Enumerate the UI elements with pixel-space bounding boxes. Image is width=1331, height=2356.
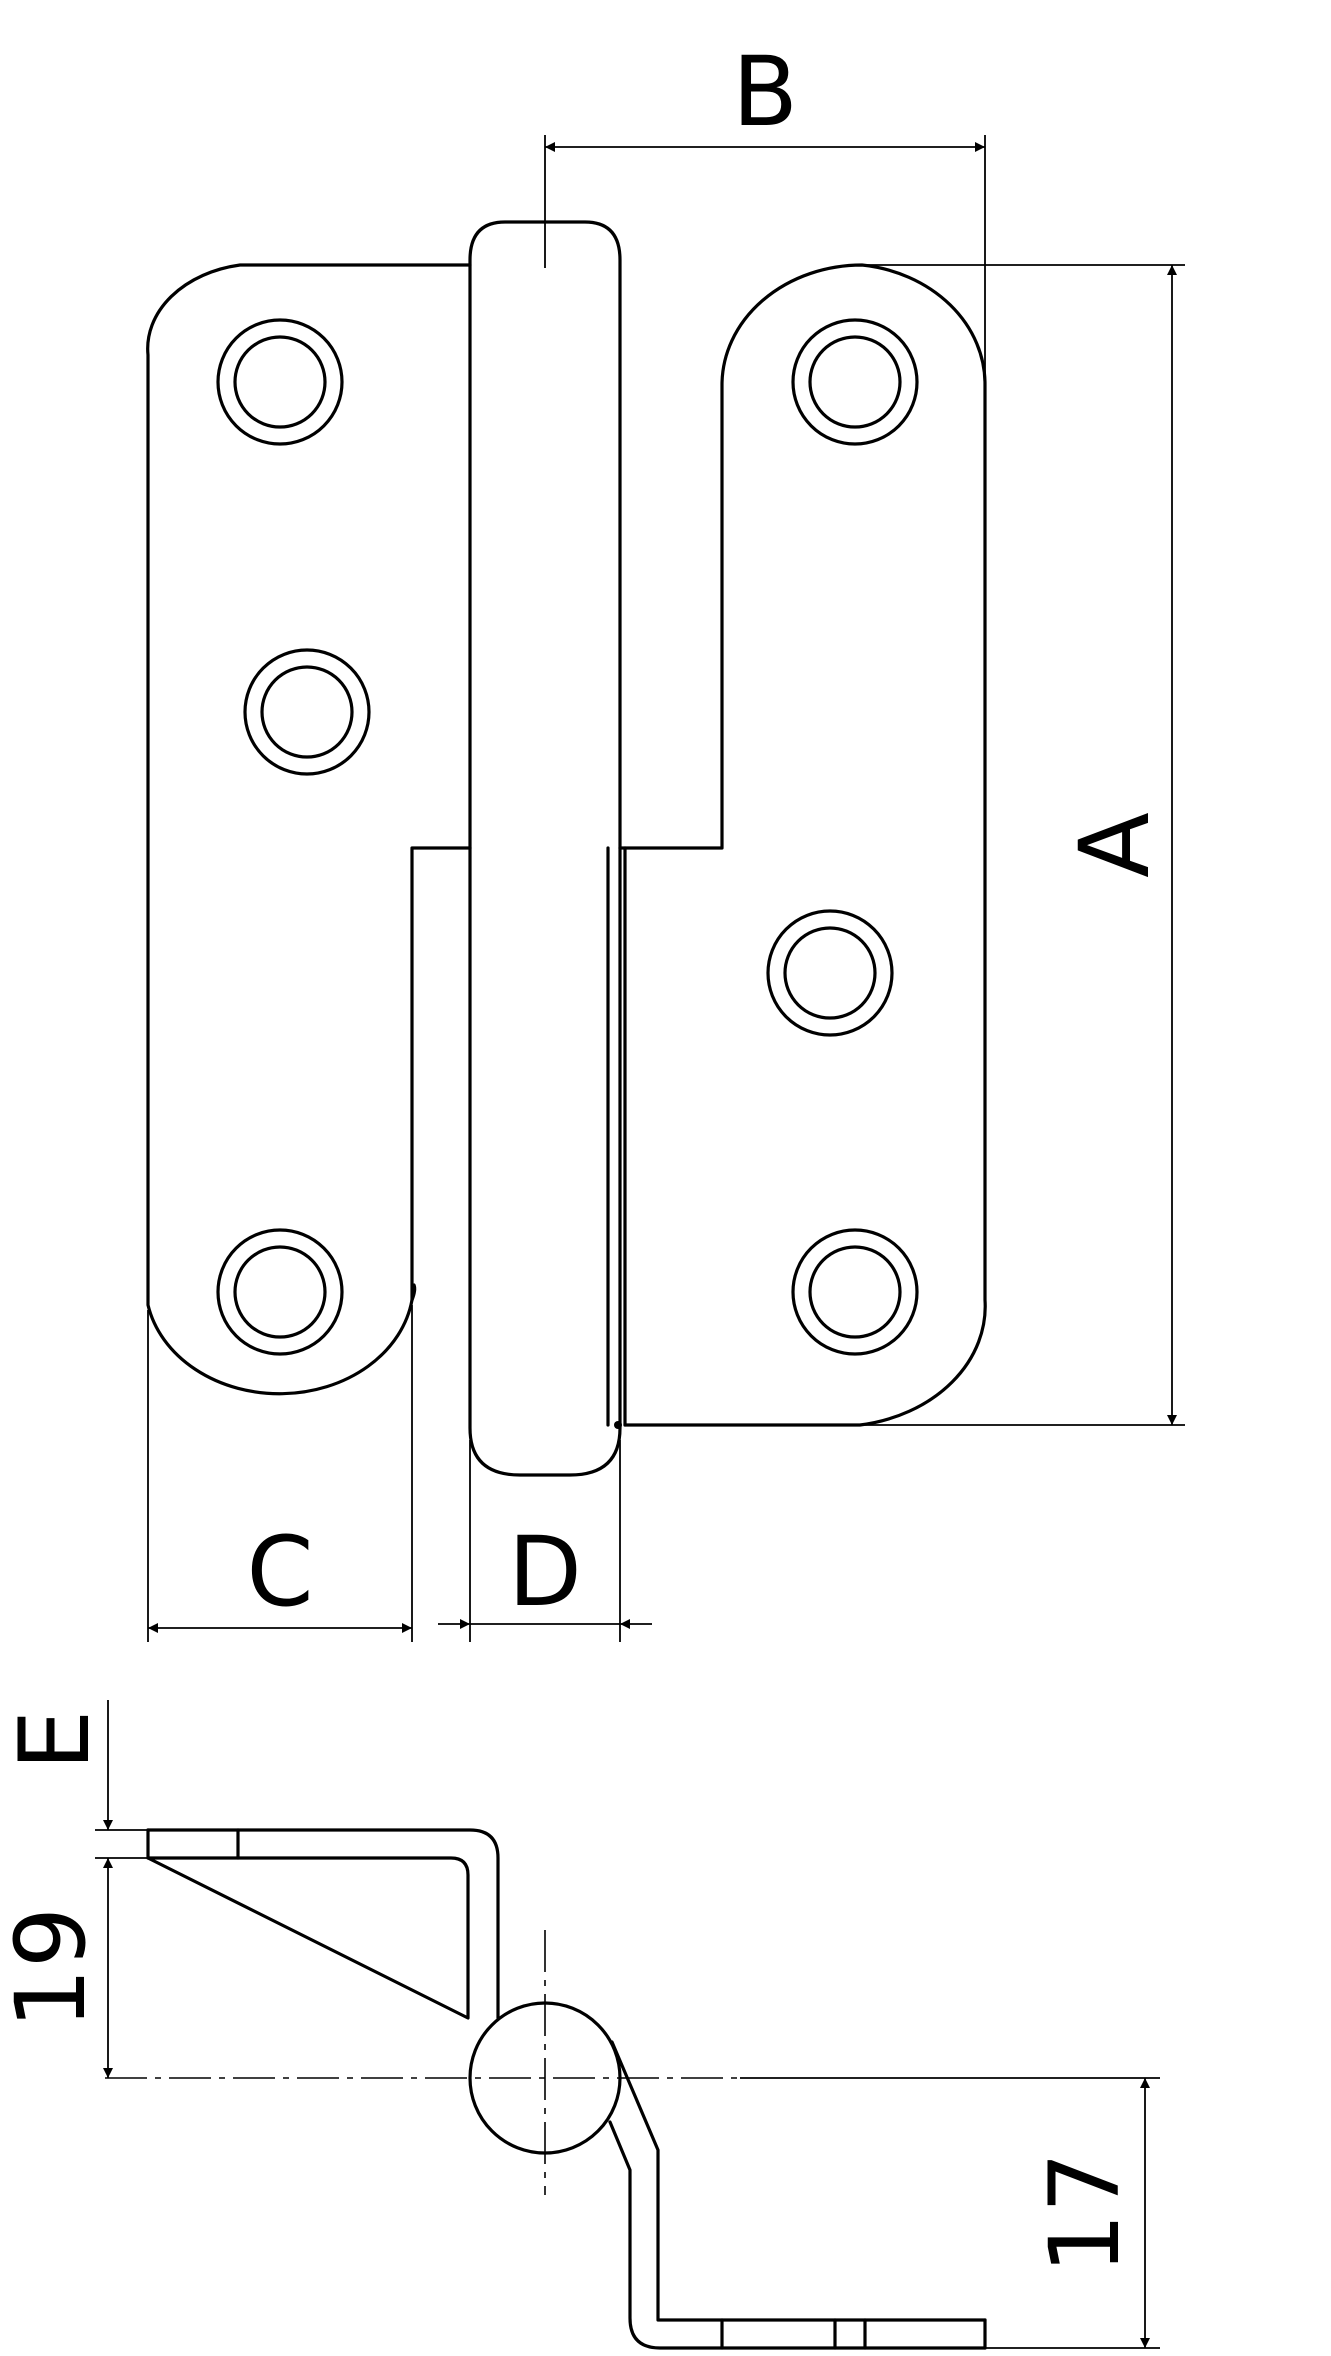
dimension-19: 19	[0, 1858, 113, 2078]
dimension-c: C	[147, 1305, 413, 1642]
hole-left-middle	[243, 648, 371, 776]
label-d: D	[508, 1516, 582, 1628]
dimension-b: B	[544, 36, 986, 385]
hole-left-bottom	[216, 1228, 344, 1356]
label-19: 19	[0, 1907, 107, 2029]
knuckle-lower	[468, 846, 622, 1477]
label-e: E	[0, 1710, 111, 1771]
right-leaf-outline	[618, 263, 987, 1427]
label-17: 17	[1029, 2152, 1141, 2274]
label-a: A	[1059, 812, 1171, 878]
upper-leaf-profile	[146, 1828, 500, 2020]
dimension-d: D	[438, 1440, 652, 1642]
hole-right-bottom	[791, 1228, 919, 1356]
hole-left-top	[216, 318, 344, 446]
lower-leaf-profile	[608, 2040, 987, 2350]
dimension-e: E	[0, 1700, 148, 1859]
front-view	[146, 220, 987, 1477]
label-b: B	[732, 36, 798, 148]
left-leaf-notch	[410, 1283, 417, 1302]
label-c: C	[246, 1516, 313, 1628]
knuckle-dot	[614, 1421, 622, 1429]
dimension-a: A	[860, 264, 1185, 1426]
pin-upper	[468, 220, 622, 850]
hole-right-middle	[766, 909, 894, 1037]
dimension-17: 17	[740, 2077, 1160, 2349]
hole-right-top	[791, 318, 919, 446]
left-leaf-outline	[146, 263, 472, 1396]
side-view	[105, 1828, 987, 2350]
